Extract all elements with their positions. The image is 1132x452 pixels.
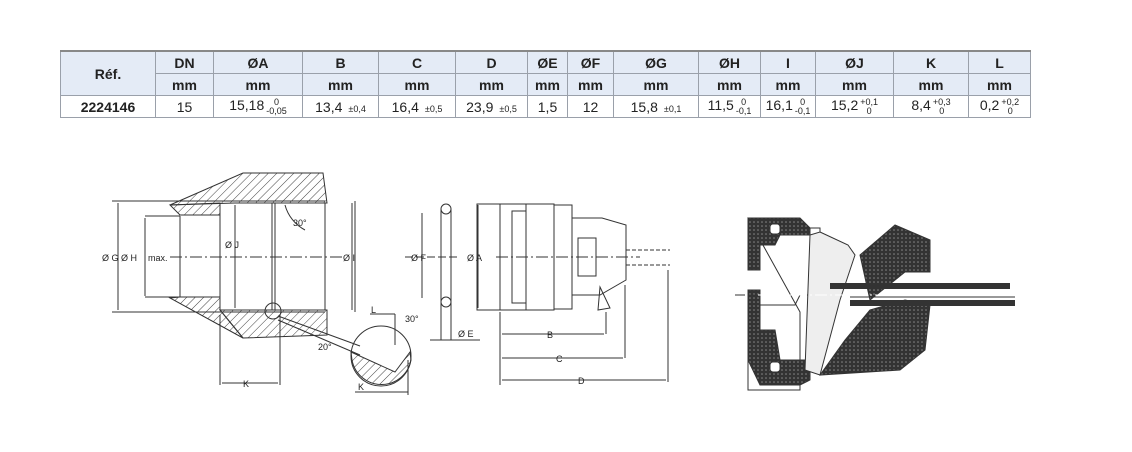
tolerance: 0-0,1	[794, 96, 811, 116]
tolerance: 0-0,1	[735, 96, 752, 116]
value: 16,1	[765, 97, 793, 114]
o-ring-drawing	[405, 203, 480, 341]
label-k: K	[243, 379, 249, 389]
unit: mm	[815, 73, 894, 96]
unit: mm	[302, 73, 379, 96]
label-l: L	[371, 305, 376, 315]
tolerance: ±0,1	[663, 103, 682, 114]
value: 0,2	[979, 97, 1000, 114]
upper: 0	[800, 96, 806, 107]
label-k-detail: K	[358, 382, 364, 392]
value: 8,4	[911, 97, 931, 114]
cell-c: 16,4 ±0,5	[378, 95, 456, 118]
label-f: Ø F	[411, 253, 427, 263]
value: 15,18	[229, 97, 265, 114]
label-i: Ø I	[343, 253, 355, 263]
cell-b: 13,4 ±0,4	[302, 95, 379, 118]
cell-ref: 2224146	[60, 95, 156, 118]
header-row: Réf. DN ØA B C D ØE ØF ØG ØH I ØJ K L	[60, 50, 1031, 96]
label-gh: Ø G Ø H	[102, 253, 137, 263]
unit: mm	[893, 73, 969, 96]
lower: 0	[939, 105, 945, 116]
lower: -0,1	[794, 105, 811, 116]
label-e: Ø E	[458, 329, 474, 339]
tolerance: ±0,5	[499, 103, 517, 114]
header-j: ØJ	[815, 50, 894, 74]
label-d: D	[578, 376, 585, 386]
value: 15,8	[630, 98, 658, 115]
lower: 0	[1007, 105, 1013, 116]
cell-d: 23,9 ±0,5	[455, 95, 528, 118]
header-ref: Réf.	[60, 50, 156, 96]
label-angle-30: 30°	[293, 218, 307, 228]
value: 15,2	[830, 97, 859, 114]
upper: +0,3	[932, 96, 951, 107]
port-section-drawing	[112, 172, 412, 395]
upper: +0,2	[1001, 96, 1020, 107]
label-a: Ø A	[467, 253, 482, 263]
label-j: Ø J	[225, 240, 239, 250]
unit: mm	[698, 73, 761, 96]
value: 11,5	[707, 97, 734, 114]
unit: mm	[760, 73, 816, 96]
header-f: ØF	[567, 50, 614, 74]
header-k: K	[893, 50, 969, 74]
unit: mm	[213, 73, 303, 96]
tolerance: 0-0,05	[266, 96, 287, 116]
cell-e: 1,5	[527, 95, 568, 118]
label-angle-20: 20°	[318, 342, 332, 352]
lower: -0,1	[735, 105, 752, 116]
header-e: ØE	[527, 50, 568, 74]
unit: mm	[613, 73, 699, 96]
header-l: L	[968, 50, 1031, 74]
upper: 0	[274, 96, 280, 107]
tolerance: ±0,5	[424, 103, 443, 114]
unit: mm	[155, 73, 214, 96]
unit: mm	[527, 73, 568, 96]
header-dn: DN	[155, 50, 214, 74]
lower: -0,05	[266, 105, 287, 116]
specification-table: Réf. DN ØA B C D ØE ØF ØG ØH I ØJ K L mm…	[60, 50, 1031, 118]
cell-g: 15,8 ±0,1	[613, 95, 699, 118]
upper: 0	[741, 96, 747, 107]
label-angle-30-detail: 30°	[405, 314, 419, 324]
cell-dn: 15	[155, 95, 214, 118]
header-h: ØH	[698, 50, 761, 74]
value: 13,4	[315, 98, 343, 115]
value: 23,9	[466, 98, 494, 115]
label-c: C	[556, 354, 563, 364]
tolerance: ±0,4	[348, 103, 366, 114]
header-c: C	[378, 50, 456, 74]
upper: +0,1	[860, 96, 879, 107]
unit: mm	[968, 73, 1031, 96]
plug-side-drawing	[476, 203, 670, 385]
unit: mm	[455, 73, 528, 96]
unit: mm	[567, 73, 614, 96]
cell-f: 12	[567, 95, 614, 118]
units-row: mm mm mm mm mm mm mm mm mm mm mm mm mm	[61, 73, 1031, 96]
coupling-cutaway-drawing	[735, 217, 1015, 391]
unit: mm	[378, 73, 456, 96]
header-d: D	[455, 50, 528, 74]
value: 16,4	[391, 98, 419, 115]
lower: 0	[866, 105, 872, 116]
label-b: B	[547, 330, 553, 340]
label-max: max.	[148, 253, 168, 263]
